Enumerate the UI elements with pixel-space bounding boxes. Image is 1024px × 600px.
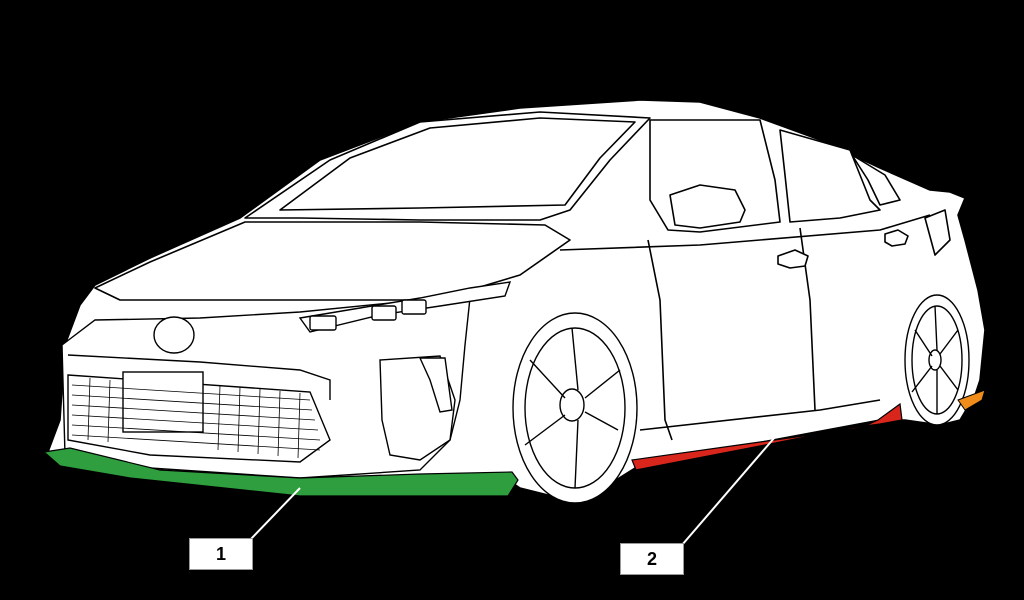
license-plate <box>122 371 204 433</box>
front-wheel <box>512 312 638 504</box>
grille-mesh <box>71 377 321 459</box>
rear-wheel <box>904 294 970 426</box>
headlight-module-1 <box>309 315 337 331</box>
tail-light <box>924 209 951 256</box>
drl-strip <box>418 357 453 413</box>
quarter-window <box>851 154 901 206</box>
door-line-front <box>647 239 673 441</box>
body-character-line <box>559 214 931 251</box>
windshield <box>244 111 651 221</box>
headlight-module-3 <box>401 299 427 315</box>
front-fascia <box>61 281 512 479</box>
door-handle-front <box>777 249 809 269</box>
upper-grille-bar <box>67 354 331 400</box>
callout-text-2: 2 <box>646 548 657 569</box>
rocker-line <box>639 399 881 431</box>
windshield-inner <box>279 117 636 211</box>
leader-line-2 <box>681 436 776 546</box>
part-2-side-skirt <box>631 402 903 471</box>
door-handle-rear <box>884 229 909 247</box>
emblem <box>153 316 195 354</box>
part-1-front-lip <box>42 447 519 497</box>
hood <box>94 221 571 301</box>
rear-diffuser-accent <box>957 389 986 411</box>
mirror <box>669 184 746 229</box>
callout-label-1: 1 <box>189 538 253 570</box>
front-hub <box>559 388 585 422</box>
callout-label-2: 2 <box>620 543 684 575</box>
leader-line-1 <box>249 487 301 541</box>
callout-text-1: 1 <box>215 543 226 564</box>
door-line-rear <box>799 227 816 411</box>
headlight-module-2 <box>371 305 397 321</box>
